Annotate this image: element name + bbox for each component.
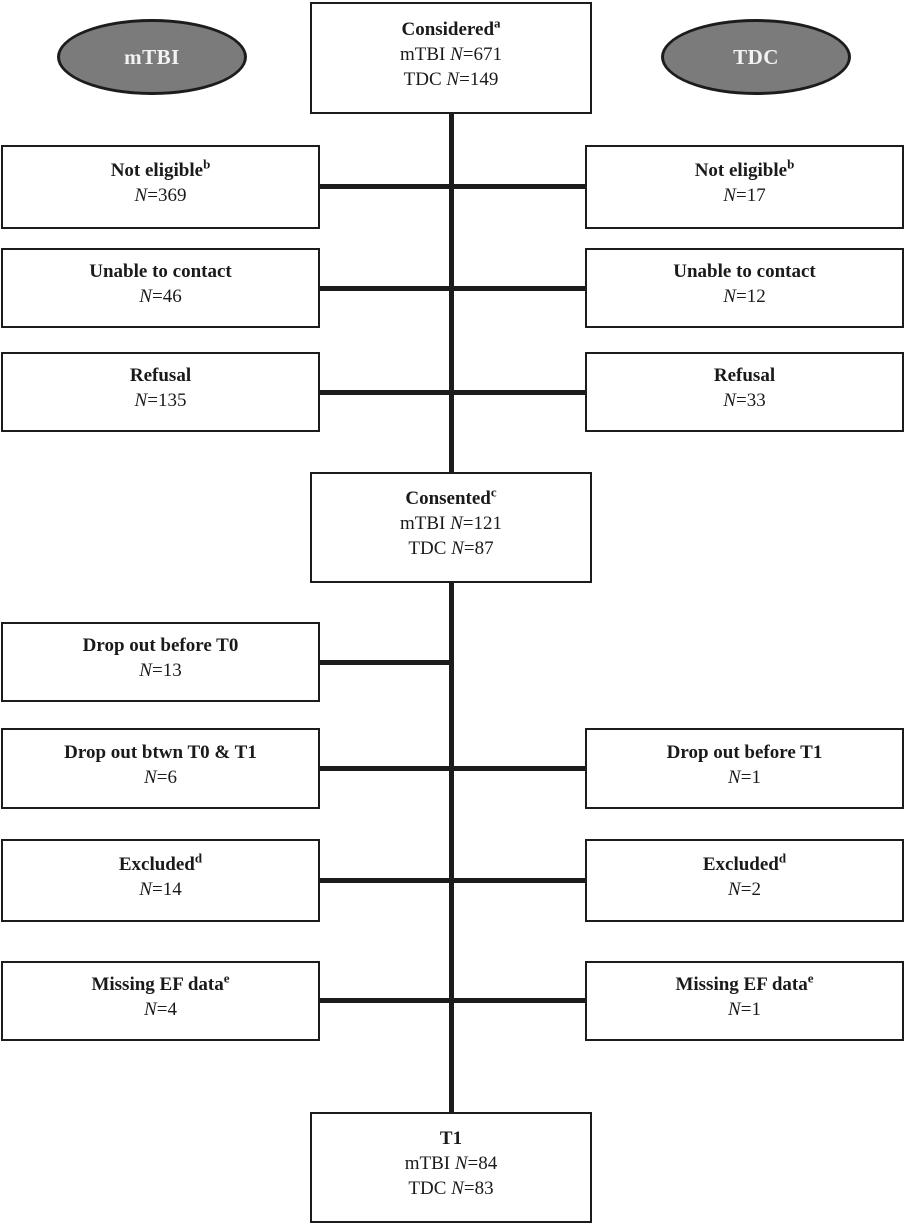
box-title-text: Drop out before T1 bbox=[666, 741, 823, 763]
box-considered-tdc-n: TDC N=149 bbox=[403, 68, 499, 90]
connector-left-refusal bbox=[318, 390, 454, 395]
box-left-refusal: Refusal N=135 bbox=[1, 352, 320, 432]
box-n-value: N=17 bbox=[723, 185, 766, 206]
box-title-text: Drop out before T0 bbox=[82, 635, 239, 656]
box-n-value: N=2 bbox=[728, 878, 761, 900]
box-consented: Consentedc mTBI N=121 TDC N=87 bbox=[310, 472, 592, 583]
box-n-value: N=1 bbox=[728, 766, 761, 788]
box-title-text: Unable to contact bbox=[673, 261, 816, 282]
footnote-marker: a bbox=[494, 15, 501, 31]
connector-right-refusal bbox=[451, 390, 587, 395]
box-n-value: N=14 bbox=[139, 878, 182, 900]
box-title-text: Unable to contact bbox=[89, 261, 232, 282]
connector-left-unable-to-contact bbox=[318, 286, 454, 291]
box-n-value: N=12 bbox=[723, 286, 766, 307]
box-title-text: Excluded bbox=[118, 853, 195, 875]
box-consented-tdc-n: TDC N=87 bbox=[408, 538, 494, 559]
connector-right-not-eligible bbox=[451, 184, 587, 189]
footnote-marker: d bbox=[194, 850, 203, 866]
box-n-value: N=1 bbox=[728, 999, 761, 1020]
box-title-text: Not eligible bbox=[694, 160, 788, 181]
box-right-unable-to-contact: Unable to contact N=12 bbox=[585, 248, 904, 328]
footnote-marker: b bbox=[203, 156, 211, 172]
connector-left-missing-ef-data bbox=[318, 998, 454, 1003]
footnote-marker: c bbox=[490, 484, 497, 500]
box-left-dropout-btwn-t0-t1: Drop out btwn T0 & T1 N=6 bbox=[1, 728, 320, 809]
box-title-text: Missing EF data bbox=[91, 974, 224, 995]
box-left-missing-ef-data: Missing EF datae N=4 bbox=[1, 961, 320, 1041]
connector-left-excluded bbox=[318, 878, 454, 883]
box-consented-title: Consentedc bbox=[405, 486, 496, 511]
box-title-text: Refusal bbox=[129, 365, 192, 386]
box-left-dropout-before-t0: Drop out before T0 N=13 bbox=[1, 622, 320, 702]
connector-left-dropout-before-t0 bbox=[318, 660, 454, 665]
box-right-missing-ef-data: Missing EF datae N=1 bbox=[585, 961, 904, 1041]
box-consented-mtbi-n: mTBI N=121 bbox=[399, 513, 503, 534]
connector-right-missing-ef-data bbox=[451, 998, 587, 1003]
box-left-not-eligible: Not eligibleb N=369 bbox=[1, 145, 320, 229]
box-t1-tdc-n: TDC N=83 bbox=[408, 1178, 494, 1199]
footnote-marker: e bbox=[807, 970, 814, 986]
box-considered-title: Considereda bbox=[401, 15, 501, 42]
box-right-not-eligible: Not eligibleb N=17 bbox=[585, 145, 904, 229]
box-left-unable-to-contact: Unable to contact N=46 bbox=[1, 248, 320, 328]
ellipse-mtbi-group: mTBI bbox=[57, 19, 247, 95]
box-t1-mtbi-n: mTBI N=84 bbox=[404, 1153, 498, 1174]
box-title-text: Consented bbox=[405, 488, 491, 509]
connector-left-not-eligible bbox=[318, 184, 454, 189]
box-t1-title: T1 bbox=[440, 1126, 462, 1151]
box-n-value: N=4 bbox=[144, 999, 177, 1020]
box-left-excluded: Excludedd N=14 bbox=[1, 839, 320, 922]
box-right-excluded: Excludedd N=2 bbox=[585, 839, 904, 922]
box-title-text: T1 bbox=[439, 1128, 463, 1149]
box-title-text: Drop out btwn T0 & T1 bbox=[64, 741, 257, 763]
box-t1: T1 mTBI N=84 TDC N=83 bbox=[310, 1112, 592, 1223]
ellipse-mtbi-label: mTBI bbox=[124, 44, 180, 69]
ellipse-tdc-label: TDC bbox=[733, 44, 779, 69]
box-considered: Considereda mTBI N=671 TDC N=149 bbox=[310, 2, 592, 114]
footnote-marker: e bbox=[223, 970, 230, 986]
box-n-value: N=6 bbox=[144, 766, 177, 788]
box-title-text: Not eligible bbox=[110, 160, 204, 181]
box-title-text: Refusal bbox=[713, 365, 776, 386]
box-n-value: N=135 bbox=[134, 390, 187, 411]
box-right-dropout-before-t1: Drop out before T1 N=1 bbox=[585, 728, 904, 809]
connector-right-unable-to-contact bbox=[451, 286, 587, 291]
box-title-text: Considered bbox=[401, 18, 495, 40]
box-right-refusal: Refusal N=33 bbox=[585, 352, 904, 432]
box-n-value: N=13 bbox=[139, 660, 182, 681]
box-title-text: Missing EF data bbox=[675, 974, 808, 995]
center-flow-line bbox=[449, 114, 454, 1112]
box-n-value: N=369 bbox=[134, 185, 187, 206]
footnote-marker: d bbox=[778, 850, 787, 866]
box-considered-mtbi-n: mTBI N=671 bbox=[399, 43, 503, 65]
box-title-text: Excluded bbox=[702, 853, 779, 875]
connector-left-dropout-btwn-t0-t1 bbox=[318, 766, 454, 771]
box-n-value: N=46 bbox=[139, 286, 182, 307]
footnote-marker: b bbox=[787, 156, 795, 172]
box-n-value: N=33 bbox=[723, 390, 766, 411]
ellipse-tdc-group: TDC bbox=[661, 19, 851, 95]
connector-right-excluded bbox=[451, 878, 587, 883]
connector-right-dropout-before-t1 bbox=[451, 766, 587, 771]
